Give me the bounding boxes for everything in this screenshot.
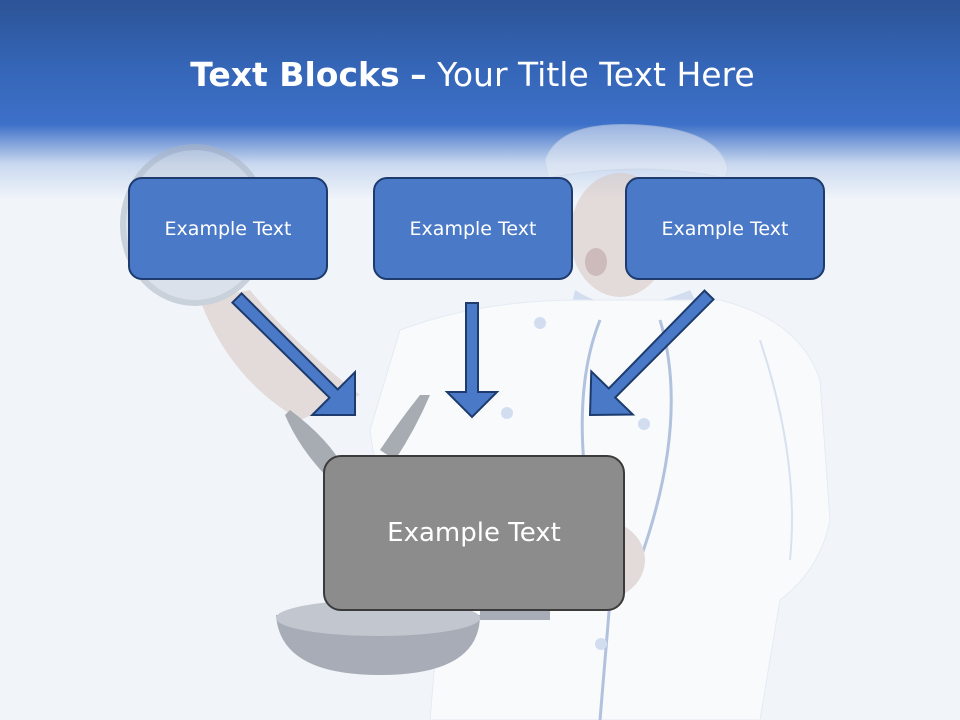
arrow-right-to-bottom: [588, 289, 715, 417]
page-title: Text Blocks – Your Title Text Here: [0, 52, 945, 98]
text-block-right[interactable]: Example Text: [625, 177, 825, 280]
title-bold-part: Text Blocks: [190, 55, 400, 94]
text-block-left[interactable]: Example Text: [128, 177, 328, 280]
title-dash: –: [410, 55, 427, 94]
title-regular-part: Your Title Text Here: [437, 55, 755, 94]
text-block-bottom[interactable]: Example Text: [323, 455, 625, 611]
arrow-center-to-bottom: [444, 302, 500, 419]
arrow-left-to-bottom: [230, 291, 356, 416]
text-block-center[interactable]: Example Text: [373, 177, 573, 280]
